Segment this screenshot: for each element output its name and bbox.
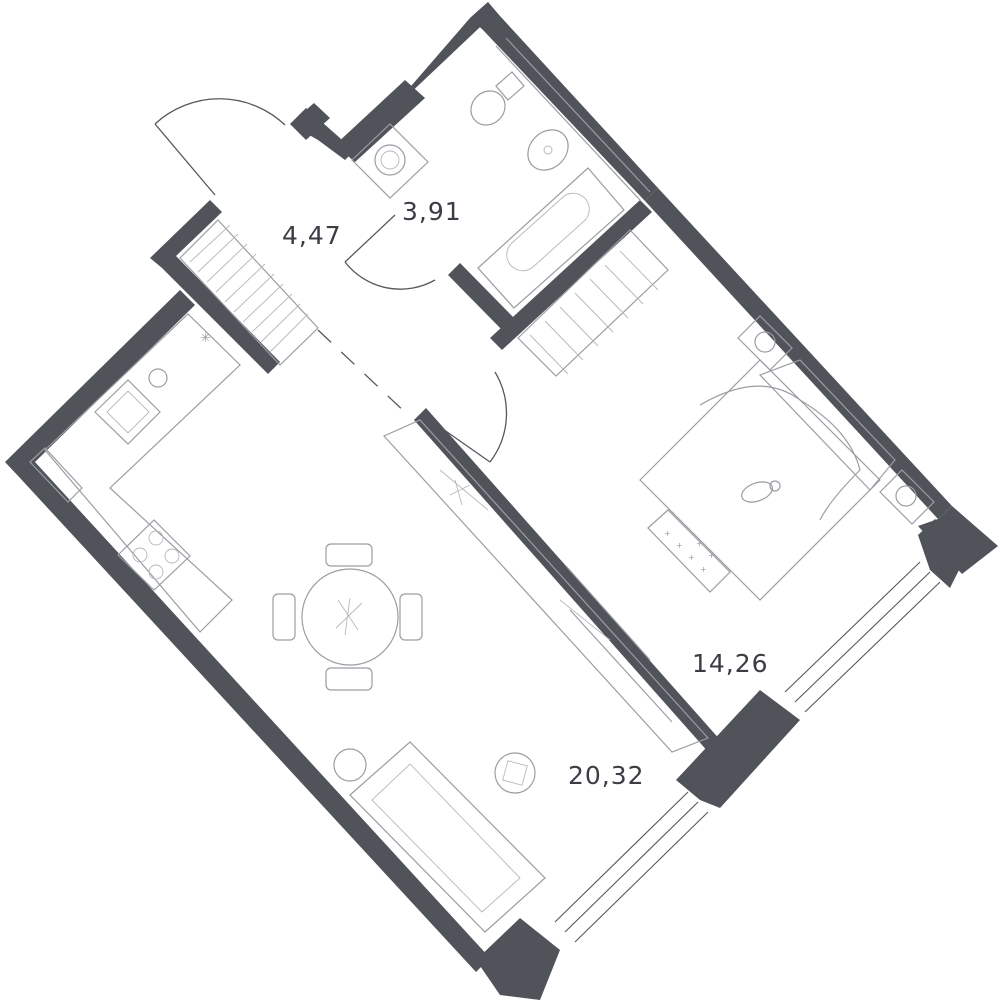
door-entrance <box>154 98 286 196</box>
dining-set <box>272 543 423 691</box>
sink <box>527 129 569 171</box>
nightstand-top <box>737 315 793 371</box>
kitchen-tap <box>148 368 168 388</box>
bathroom-fixtures <box>351 37 651 309</box>
wall-pier-bottom <box>476 918 560 1000</box>
area-label-bathroom: 3,91 <box>402 197 462 226</box>
wall-pier-middle <box>676 690 800 808</box>
doors <box>154 98 508 463</box>
wall-living-bedroom <box>414 408 722 754</box>
pet-icon <box>741 480 781 503</box>
area-label-living: 20,32 <box>568 761 645 790</box>
door-bathroom <box>344 214 436 290</box>
svg-text:+: + <box>696 539 703 548</box>
window-living <box>554 791 709 943</box>
kitchen: ✳ <box>29 313 241 633</box>
bathtub <box>477 167 625 309</box>
bed <box>639 359 896 601</box>
wall-ne-bedroom <box>645 188 952 519</box>
toilet <box>470 71 525 126</box>
wall-ne-bath <box>470 2 658 201</box>
wall-bath-left-2 <box>335 80 425 162</box>
washing-machine <box>351 123 429 199</box>
svg-text:+: + <box>688 553 695 562</box>
svg-text:+: + <box>676 541 683 550</box>
door-bedroom <box>429 371 508 463</box>
opening-dash <box>317 329 409 416</box>
wardrobe-hall <box>179 219 319 366</box>
svg-text:+: + <box>708 551 715 560</box>
area-label-hallway: 4,47 <box>282 221 342 250</box>
wall-entrance-stub <box>290 103 330 140</box>
wardrobe-bedroom <box>517 229 669 377</box>
wall-living-left <box>5 290 490 972</box>
cooktop <box>117 519 191 591</box>
wall-bath-bedroom <box>490 200 652 350</box>
wall-pier-right-2 <box>918 519 968 588</box>
area-label-bedroom: 14,26 <box>692 649 769 678</box>
sofa <box>333 741 546 933</box>
walls <box>5 2 998 1000</box>
kitchen-vent-mark: ✳ <box>200 331 211 346</box>
living-storage <box>382 419 710 753</box>
windows <box>554 561 941 943</box>
wall-bath-left <box>290 2 496 160</box>
nightstand-bottom <box>879 469 935 525</box>
wall-bath-hall <box>448 263 518 334</box>
bench: +++ +++ <box>647 509 731 593</box>
window-bedroom <box>784 561 941 713</box>
kitchen-sink <box>94 379 161 445</box>
svg-text:+: + <box>664 529 671 538</box>
svg-text:+: + <box>700 565 707 574</box>
